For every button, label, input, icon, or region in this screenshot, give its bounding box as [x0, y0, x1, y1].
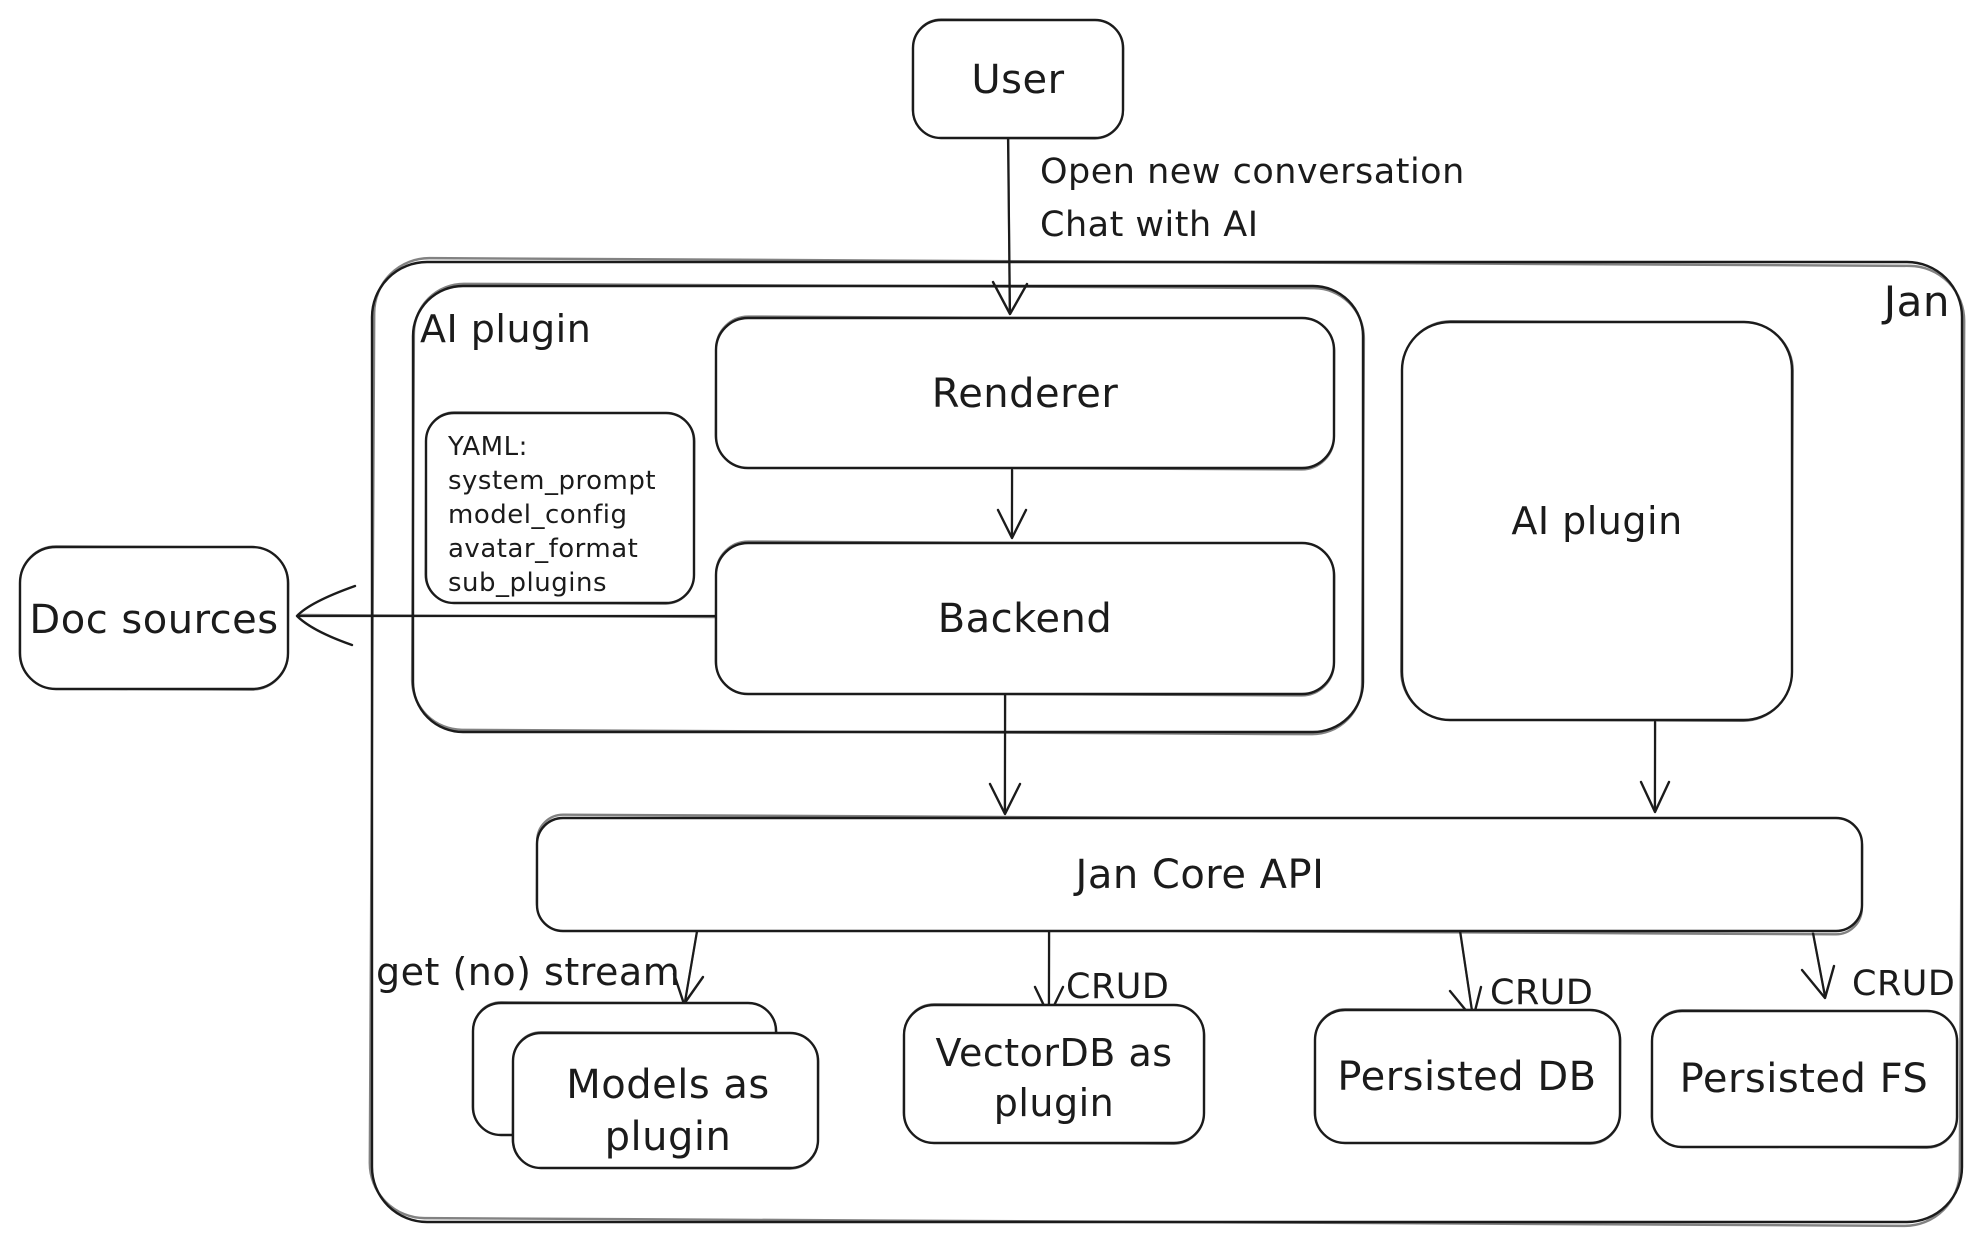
- node-yaml-note-box: [424, 411, 696, 605]
- node-ai-plugin-right-box: [1400, 320, 1794, 722]
- node-renderer-box: [714, 316, 1336, 470]
- node-backend: Backend: [714, 540, 1336, 697]
- node-renderer-label: Renderer: [932, 371, 1119, 417]
- edge-label-crud-persisted-fs: CRUD: [1852, 964, 1955, 1004]
- ai-plugin-container: AI plugin: [410, 282, 1366, 736]
- edge-line: [1006, 136, 1012, 314]
- node-vectordb-plugin-label: plugin: [994, 1081, 1115, 1125]
- node-backend-box: [714, 541, 1336, 696]
- jan-container-label: Jan: [1881, 277, 1950, 326]
- node-user-box: [911, 18, 1125, 140]
- node-backend-label: Backend: [938, 596, 1113, 642]
- arrowhead-down-icon: [1800, 964, 1836, 1000]
- node-user: User: [911, 18, 1125, 140]
- edge-line: [1458, 929, 1475, 1019]
- node-user-label: User: [971, 57, 1064, 103]
- node-persisted-db-box: [1313, 1008, 1622, 1145]
- node-jan-core-api-box: [535, 816, 1864, 933]
- node-ai-plugin-right: AI plugin: [1400, 320, 1794, 722]
- edge-backend-to-doc-sources: [295, 584, 718, 647]
- node-vectordb-plugin-label: VectorDB as: [935, 1031, 1172, 1075]
- arrowhead-down-icon: [988, 782, 1022, 816]
- node-ai-plugin-right-label: AI plugin: [1511, 499, 1682, 543]
- node-doc-sources: Doc sources: [18, 545, 290, 691]
- edge-renderer-to-backend: [996, 468, 1028, 540]
- edge-jan-core-api-to-persisted-fs: [1800, 926, 1836, 1000]
- edge-jan-core-api-to-persisted-db: [1448, 929, 1483, 1021]
- arrowhead-down-icon: [1639, 780, 1671, 814]
- edge-ai-plugin-right-to-jan-core-api: [1639, 720, 1671, 814]
- edge-label-line: Open new conversation: [1040, 152, 1465, 192]
- edge-label-line: Chat with AI: [1040, 205, 1259, 245]
- edge-label-get-no-stream: get (no) stream: [376, 950, 680, 994]
- arrowhead-left-icon: [295, 584, 357, 647]
- node-persisted-fs-label: Persisted FS: [1680, 1056, 1929, 1102]
- node-persisted-fs-box: [1650, 1009, 1959, 1149]
- node-yaml-note: YAML: system_prompt model_config avatar_…: [424, 411, 696, 605]
- ai-plugin-container-label: AI plugin: [420, 307, 591, 351]
- edge-backend-to-jan-core-api: [988, 693, 1022, 816]
- edge-label-crud-vectordb: CRUD: [1066, 967, 1169, 1007]
- yaml-note-line: system_prompt: [448, 466, 656, 496]
- node-models-as-plugin-label: plugin: [605, 1114, 732, 1160]
- arrowhead-down-icon: [996, 508, 1028, 540]
- edge-line: [683, 929, 699, 1004]
- edge-user-to-renderer: [991, 136, 1029, 316]
- node-models-as-plugin: Models as plugin: [471, 1001, 820, 1170]
- edge-jan-core-api-to-vectordb: [1033, 929, 1065, 1018]
- yaml-note-line: sub_plugins: [448, 568, 607, 598]
- node-jan-core-api: Jan Core API: [535, 813, 1864, 936]
- jan-container-outline: [370, 260, 1964, 1224]
- yaml-note-line: YAML:: [447, 432, 528, 462]
- node-models-as-plugin-box: [511, 1031, 820, 1170]
- node-persisted-fs: Persisted FS: [1650, 1009, 1959, 1149]
- node-renderer: Renderer: [714, 315, 1336, 471]
- edge-label-open-conversation: Open new conversation Chat with AI: [1040, 152, 1465, 245]
- node-vectordb-plugin: VectorDB as plugin: [902, 1003, 1206, 1145]
- node-doc-sources-label: Doc sources: [29, 597, 278, 643]
- arrowhead-down-icon: [991, 280, 1029, 316]
- yaml-note-line: model_config: [448, 500, 628, 530]
- edge-line: [1810, 926, 1827, 998]
- ai-plugin-container-outline: [411, 284, 1365, 734]
- node-jan-core-api-label: Jan Core API: [1073, 852, 1325, 898]
- node-vectordb-plugin-box: [902, 1003, 1206, 1145]
- node-persisted-db-label: Persisted DB: [1337, 1054, 1596, 1100]
- edge-label-crud-persisted-db: CRUD: [1490, 973, 1593, 1013]
- node-doc-sources-box: [18, 545, 290, 691]
- node-models-as-plugin-label: Models as: [566, 1062, 770, 1108]
- node-persisted-db: Persisted DB: [1313, 1008, 1622, 1145]
- yaml-note-line: avatar_format: [448, 534, 638, 564]
- jan-container: Jan: [368, 256, 1966, 1228]
